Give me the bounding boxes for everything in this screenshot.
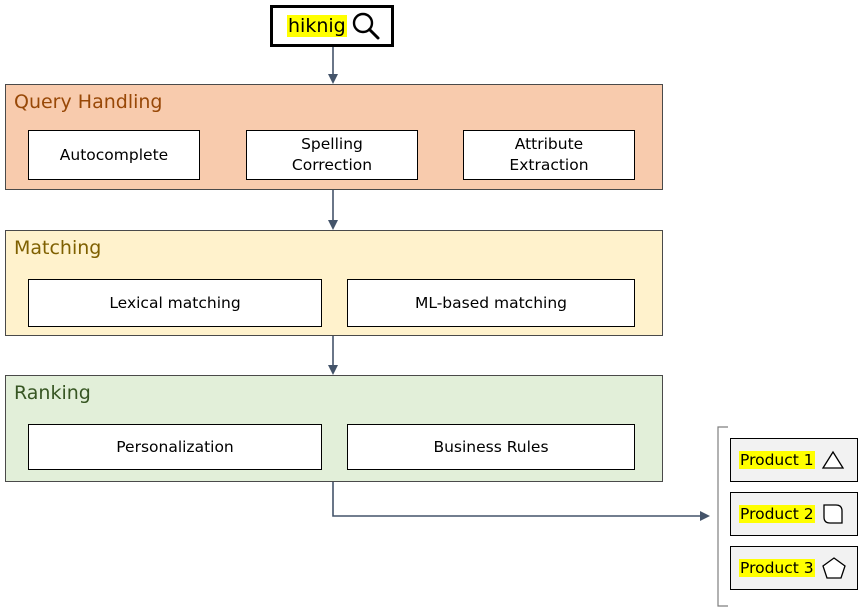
result-product-3: Product 3 <box>730 546 858 590</box>
stage-title: Matching <box>14 237 102 259</box>
step-business-rules: Business Rules <box>347 424 635 470</box>
step-label: Autocomplete <box>59 145 169 164</box>
product-label: Product 2 <box>739 505 815 523</box>
step-label: Attribute Extraction <box>509 135 589 174</box>
product-label: Product 1 <box>739 451 815 469</box>
search-query-text: hiknig <box>287 15 347 37</box>
stage-title: Query Handling <box>14 91 163 113</box>
step-spelling-correction: Spelling Correction <box>246 130 418 180</box>
stage-matching: Matching Lexical matching ML-based match… <box>5 230 663 336</box>
rounded-square-icon <box>821 502 845 526</box>
step-label: Business Rules <box>433 437 549 456</box>
stage-title: Ranking <box>14 382 91 404</box>
step-ml-based-matching: ML-based matching <box>347 279 635 327</box>
search-icon <box>351 11 381 41</box>
result-product-2: Product 2 <box>730 492 858 536</box>
step-attribute-extraction: Attribute Extraction <box>463 130 635 180</box>
step-personalization: Personalization <box>28 424 322 470</box>
step-label: Lexical matching <box>109 293 241 312</box>
result-product-1: Product 1 <box>730 438 858 482</box>
step-label: Personalization <box>116 437 234 456</box>
stage-ranking: Ranking Personalization Business Rules <box>5 375 663 482</box>
triangle-icon <box>821 449 845 471</box>
results-bracket <box>717 426 728 607</box>
arrow-ranking-to-results <box>332 482 710 521</box>
step-label: Spelling Correction <box>291 135 373 174</box>
step-label: ML-based matching <box>414 293 568 312</box>
search-box[interactable]: hiknig <box>270 5 394 47</box>
stage-query-handling: Query Handling Autocomplete Spelling Cor… <box>5 84 663 190</box>
pentagon-icon <box>821 556 847 580</box>
step-lexical-matching: Lexical matching <box>28 279 322 327</box>
product-label: Product 3 <box>739 559 815 577</box>
step-autocomplete: Autocomplete <box>28 130 200 180</box>
